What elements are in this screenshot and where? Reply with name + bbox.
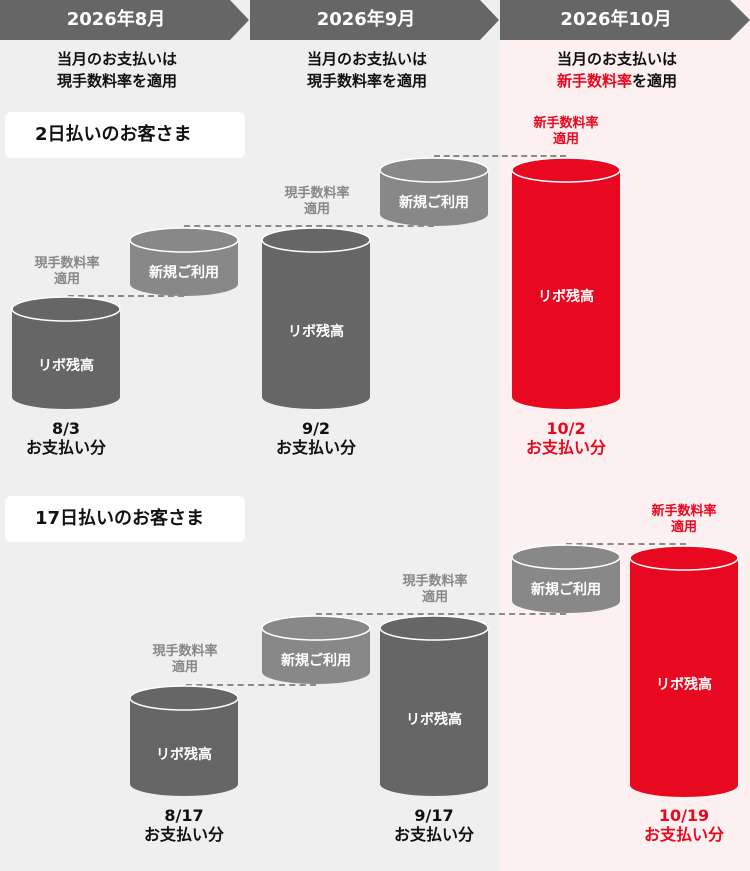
cylinder-label: リボ残高 [656,677,712,693]
cylinder-label: 新規ご利用 [281,653,351,669]
cylinder-label: 新規ご利用 [531,582,601,598]
payment-date-aug: 8/3 お支払い分 [6,419,126,457]
rate-line: 適用 [552,132,579,147]
payment-date-aug: 8/17 お支払い分 [124,806,244,844]
rate-label-new: 新手数料率 適用 [511,116,621,148]
rate-line: 現手数料率 [284,186,350,201]
rate-line: 適用 [421,590,448,605]
arrow-shape-icon [250,0,499,40]
section-title-2day: 2日払いのお客さま [5,112,245,158]
cylinder-label: リボ残高 [406,712,462,728]
rate-line: 新手数料率 [651,504,717,519]
month-header-sep: 2026年9月 [250,0,500,40]
date-suffix: お支払い分 [275,438,356,457]
payment-date-oct: 10/19 お支払い分 [624,806,744,844]
rate-line: 適用 [171,660,198,675]
dashed-guide [68,295,184,297]
date-value: 9/2 [301,419,331,438]
cylinder-shape-icon [511,544,621,613]
new-rate-highlight: 新手数料率 [556,72,632,90]
balance-cylinder-sep: リボ残高 [379,615,489,796]
rate-line: 適用 [303,202,330,217]
date-value: 10/2 [546,419,586,438]
dashed-guide [566,543,686,545]
dashed-guide [186,684,316,686]
month-note-aug: 当月のお支払いは 現手数料率を適用 [0,48,242,92]
note-line: 当月のお支払いは [556,50,677,68]
month-header-oct: 2026年10月 [500,0,750,40]
balance-cylinder-aug: リボ残高 [129,685,239,796]
rate-label-new: 新手数料率 適用 [629,504,739,536]
cylinder-shape-icon [11,296,121,409]
rate-label: 現手数料率 適用 [262,186,372,218]
balance-cylinder-oct: リボ残高 [511,157,621,409]
dashed-guide [434,155,566,157]
cylinder-label: リボ残高 [156,747,212,763]
balance-cylinder-oct: リボ残高 [629,545,739,797]
rate-line: 適用 [670,520,697,535]
arrow-shape-icon [0,0,249,40]
cylinder-shape-icon [511,157,621,409]
payment-date-sep: 9/2 お支払い分 [256,419,376,457]
date-value: 9/17 [414,806,454,825]
month-label: 2026年10月 [560,9,672,30]
month-label: 2026年8月 [66,9,166,30]
month-note-sep: 当月のお支払いは 現手数料率を適用 [242,48,492,92]
date-value: 8/17 [164,806,204,825]
cylinder-label: リボ残高 [538,289,594,305]
date-suffix: お支払い分 [525,438,606,457]
date-suffix: お支払い分 [25,438,106,457]
balance-cylinder-sep: リボ残高 [261,227,371,409]
dashed-guide [316,613,566,615]
date-value: 10/19 [658,806,710,825]
rate-label: 現手数料率 適用 [12,256,122,288]
rate-line: 現手数料率 [402,574,468,589]
arrow-shape-icon [500,0,750,40]
month-label: 2026年9月 [316,9,416,30]
date-suffix: お支払い分 [143,825,224,844]
new-use-cylinder-aug: 新規ご利用 [261,615,371,684]
note-line: 現手数料率を適用 [56,72,177,90]
rate-label: 現手数料率 適用 [380,574,490,606]
cylinder-shape-icon [261,227,371,409]
balance-cylinder-aug: リボ残高 [11,296,121,409]
cylinder-shape-icon [129,227,239,296]
note-suffix: を適用 [632,72,678,90]
cylinder-label: 新規ご利用 [399,195,469,211]
cylinder-label: リボ残高 [38,358,94,374]
rate-line: 現手数料率 [152,644,218,659]
note-line: 現手数料率を適用 [306,72,427,90]
payment-date-sep: 9/17 お支払い分 [374,806,494,844]
cylinder-shape-icon [129,685,239,796]
cylinder-label: リボ残高 [288,324,344,340]
date-value: 8/3 [51,419,81,438]
note-line: 当月のお支払いは [306,50,427,68]
cylinder-shape-icon [629,545,739,797]
new-use-cylinder-aug: 新規ご利用 [129,227,239,296]
date-suffix: お支払い分 [643,825,724,844]
note-line: 当月のお支払いは [56,50,177,68]
dashed-guide [184,225,434,227]
cylinder-label: 新規ご利用 [149,265,219,281]
date-suffix: お支払い分 [393,825,474,844]
cylinder-shape-icon [379,157,489,226]
month-note-oct: 当月のお支払いは 新手数料率を適用 [492,48,742,92]
rate-line: 新手数料率 [533,116,599,131]
month-header-aug: 2026年8月 [0,0,250,40]
new-use-cylinder-sep: 新規ご利用 [511,544,621,613]
cylinder-shape-icon [261,615,371,684]
cylinder-shape-icon [379,615,489,796]
note-line: 新手数料率を適用 [492,70,742,92]
rate-line: 適用 [53,272,80,287]
section-title-17day: 17日払いのお客さま [5,496,245,542]
rate-line: 現手数料率 [34,256,100,271]
new-use-cylinder-sep: 新規ご利用 [379,157,489,226]
rate-label: 現手数料率 適用 [130,644,240,676]
payment-date-oct: 10/2 お支払い分 [506,419,626,457]
